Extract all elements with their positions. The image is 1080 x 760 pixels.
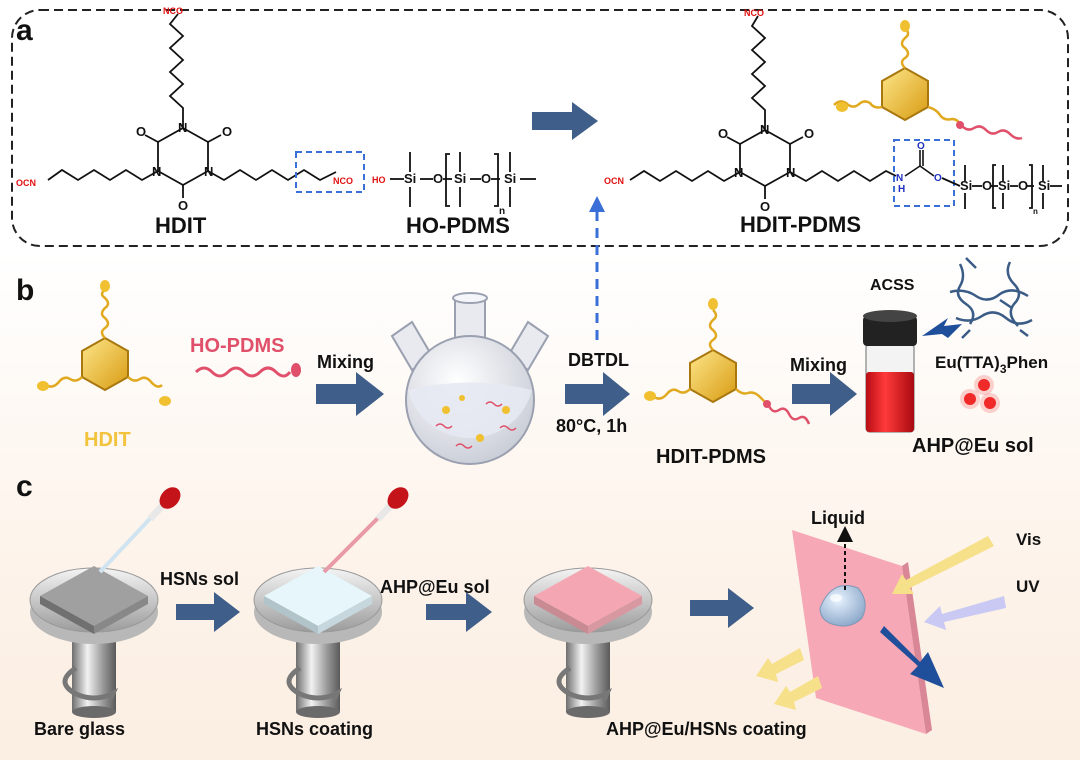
mixing-arrow-2 bbox=[792, 372, 857, 416]
dbtdl-arrow bbox=[565, 372, 630, 416]
si-1: Si bbox=[404, 171, 416, 186]
reaction-arrow-a bbox=[532, 102, 598, 140]
si-p1: Si bbox=[960, 178, 972, 193]
o-si-2: O bbox=[481, 171, 491, 186]
o-si-1: O bbox=[433, 171, 443, 186]
n-subscript: n bbox=[499, 206, 505, 217]
n-sub-product: n bbox=[1033, 207, 1038, 216]
reactive-site-box bbox=[295, 151, 365, 193]
ahp-sol-label: AHP@Eu sol bbox=[380, 577, 490, 597]
h-urethane: H bbox=[898, 184, 905, 195]
si-3: Si bbox=[504, 171, 516, 186]
liquid-label: Liquid bbox=[811, 508, 865, 528]
acss-arrow bbox=[922, 318, 962, 338]
hdit-cartoon bbox=[37, 280, 171, 406]
ocn-product-text: OCN bbox=[604, 176, 624, 186]
si-2: Si bbox=[454, 171, 466, 186]
hsns-sol-label: HSNs sol bbox=[160, 569, 239, 589]
hdit-label-b: HDIT bbox=[84, 429, 131, 451]
o-p1: O bbox=[982, 178, 992, 193]
acss-network bbox=[949, 257, 1033, 339]
slide-arrow bbox=[880, 626, 944, 688]
acss-label: ACSS bbox=[870, 277, 915, 294]
ocn-left-text: OCN bbox=[16, 178, 36, 188]
si-p2: Si bbox=[998, 178, 1010, 193]
o-product-3: O bbox=[760, 199, 770, 214]
hdit-pdms-structure: NCO O O O N N N OCN N H O O Si O Si O n bbox=[604, 8, 1062, 216]
emission-arrow-2 bbox=[774, 676, 822, 710]
final-arrow bbox=[690, 588, 754, 628]
nco-product-text: NCO bbox=[744, 8, 764, 18]
panel-c-label: c bbox=[16, 470, 33, 503]
three-neck-flask bbox=[390, 292, 550, 465]
o-carbonyl: O bbox=[917, 141, 925, 152]
o-product-1: O bbox=[718, 126, 728, 141]
spin-coater-ahp bbox=[523, 566, 653, 718]
eu-label: Eu(TTA)3Phen bbox=[935, 353, 1048, 376]
si-p3: Si bbox=[1038, 178, 1050, 193]
bare-glass-label: Bare glass bbox=[34, 719, 125, 739]
mixing-label-2: Mixing bbox=[790, 355, 847, 375]
nco-right-text: NCO bbox=[333, 176, 353, 186]
urethane-box bbox=[893, 139, 955, 207]
hdit-caption: HDIT bbox=[155, 213, 207, 238]
panel-a-label: a bbox=[16, 14, 33, 47]
link-arrow-head bbox=[589, 196, 605, 212]
dropper-2 bbox=[322, 487, 409, 574]
vis-arrow bbox=[892, 536, 994, 594]
vis-label: Vis bbox=[1016, 530, 1041, 549]
hsns-coating-label: HSNs coating bbox=[256, 719, 373, 739]
sol-label: AHP@Eu sol bbox=[912, 435, 1034, 457]
mixing-arrow-1 bbox=[316, 372, 384, 416]
o-atom-2: O bbox=[222, 124, 232, 139]
n-product-1: N bbox=[760, 122, 769, 137]
panel-b-label: b bbox=[16, 274, 34, 307]
hdit-pdms-cartoon-b bbox=[644, 298, 811, 425]
o-product-2: O bbox=[804, 126, 814, 141]
hdit-pdms-caption: HDIT-PDMS bbox=[740, 212, 861, 237]
emission-arrow-1 bbox=[756, 648, 804, 682]
hopdms-cartoon bbox=[194, 363, 301, 378]
conditions-label: 80°C, 1h bbox=[556, 416, 627, 436]
nco-top-text: NCO bbox=[163, 6, 183, 16]
hopdms-structure: HO Si O Si O n Si bbox=[372, 152, 536, 217]
final-coating-label: AHP@Eu/HSNs coating bbox=[606, 719, 807, 739]
panel-a-frame bbox=[11, 9, 1069, 247]
n-atom-1: N bbox=[178, 120, 187, 135]
sol-vial bbox=[863, 310, 917, 433]
hsns-arrow bbox=[176, 592, 240, 632]
tilted-coated-panel bbox=[792, 530, 932, 734]
o-ester: O bbox=[934, 173, 942, 184]
o-p2: O bbox=[1018, 178, 1028, 193]
hdit-pdms-label-b: HDIT-PDMS bbox=[656, 446, 766, 468]
spin-coater-hsns bbox=[253, 566, 383, 718]
hdit-pdms-cartoon-a bbox=[833, 20, 1023, 140]
uv-label: UV bbox=[1016, 577, 1040, 596]
o-atom-3: O bbox=[178, 198, 188, 213]
o-atom-1: O bbox=[136, 124, 146, 139]
ahp-arrow bbox=[426, 592, 492, 632]
dbtdl-label: DBTDL bbox=[568, 350, 629, 370]
hdit-structure: NCO O O O N N N OCN NCO bbox=[16, 6, 365, 213]
dropper-1 bbox=[98, 487, 181, 574]
eu-complex-dots bbox=[960, 375, 1000, 413]
ho-text: HO bbox=[372, 175, 386, 185]
hopdms-caption: HO-PDMS bbox=[406, 213, 510, 238]
uv-arrow bbox=[924, 596, 1006, 630]
spin-coater-bare bbox=[29, 566, 159, 718]
n-urethane: N bbox=[896, 173, 903, 184]
mixing-label-1: Mixing bbox=[317, 352, 374, 372]
hopdms-label-b: HO-PDMS bbox=[190, 335, 284, 357]
